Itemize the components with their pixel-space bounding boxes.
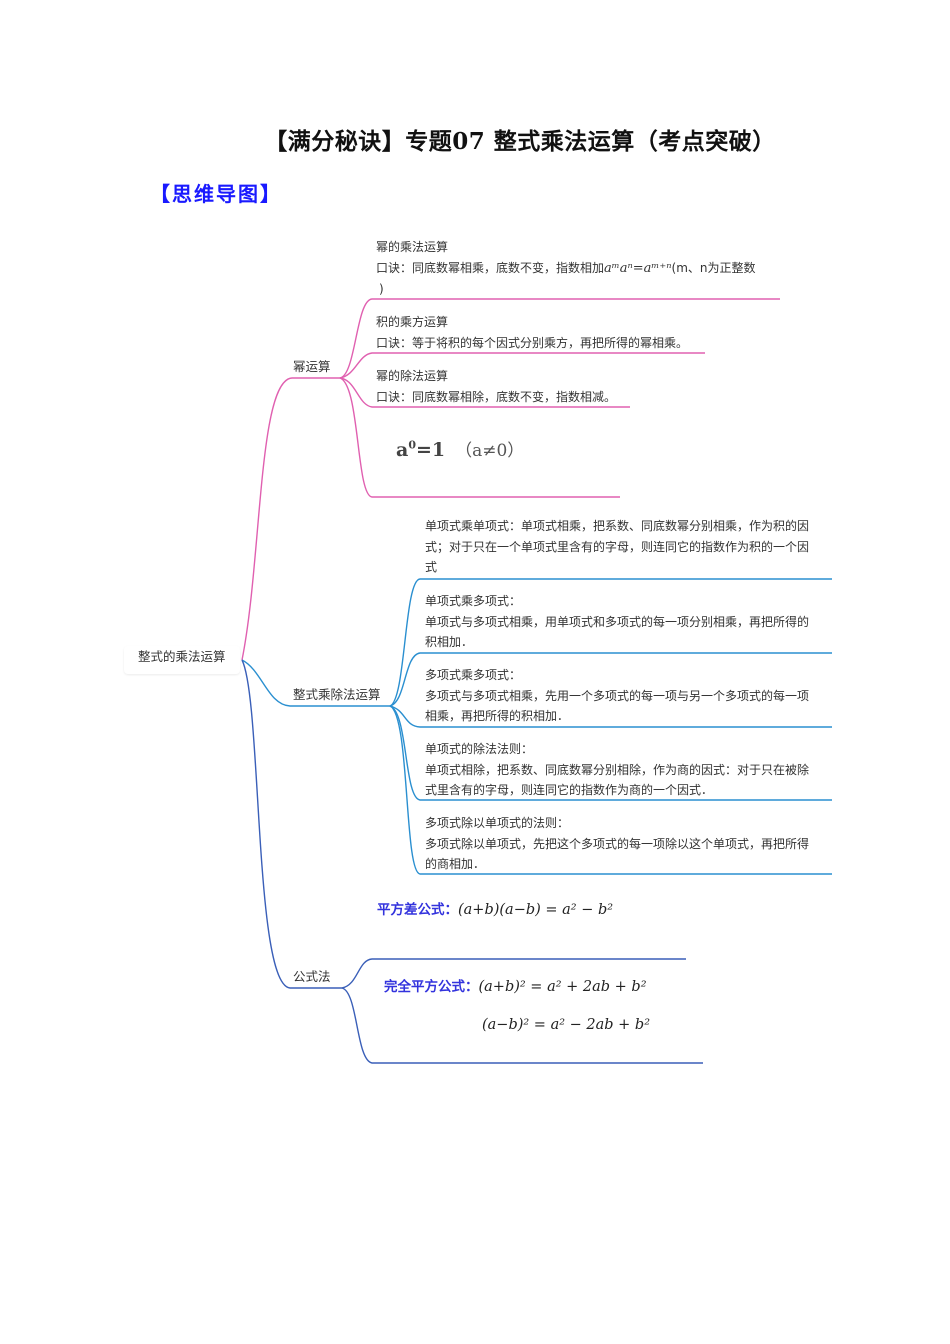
leaf-title: 积的乘方运算 <box>376 315 449 329</box>
formula-expression-minus: (a−b)² = a² − 2ab + b² <box>482 1017 651 1033</box>
formula-expression-plus: (a+b)² = a² + 2ab + b² <box>478 979 647 995</box>
leaf-rule: 口诀：同底数幂相乘，底数不变，指数相加aᵐaⁿ=aᵐ⁺ⁿ(m、n为正整数 <box>376 260 756 276</box>
branch-power-operations: 幂运算 <box>293 359 331 374</box>
document-title: 【满分秘诀】专题07 整式乘法运算（考点突破） <box>264 128 776 155</box>
leaf-monomial-times-polynomial: 单项式乘多项式： 单项式与多项式相乘，用单项式和多项式的每一项分别相乘，再把所得… <box>425 594 810 649</box>
power-product-formula: aᵐaⁿ=aᵐ⁺ⁿ <box>604 260 672 276</box>
leaf-rule: 口诀：同底数幂相除，底数不变，指数相减。 <box>376 389 617 404</box>
leaf-product-power: 积的乘方运算 口诀：等于将积的每个因式分别乘方，再把所得的幂相乘。 <box>376 312 688 353</box>
formula-label: 完全平方公式： <box>384 979 479 995</box>
leaf-polynomial-times-polynomial: 多项式乘多项式： 多项式与多项式相乘，先用一个多项式的每一项与另一个多项式的每一… <box>425 668 810 723</box>
leaf-polynomial-divided-by-monomial: 多项式除以单项式的法则： 多项式除以单项式，先把这个多项式的每一项除以这个单项式… <box>425 816 810 871</box>
leaf-zero-exponent: a0=1（a≠0） <box>396 438 525 461</box>
leaf-title: 幂的乘法运算 <box>376 240 449 254</box>
branch-formula-method: 公式法 <box>293 969 331 984</box>
section-heading-mindmap: 【思维导图】 <box>150 182 282 206</box>
leaf-title: 幂的除法运算 <box>376 369 449 383</box>
leaf-monomial-times-monomial: 单项式乘单项式：单项式相乘，把系数、同底数幂分别相乘，作为积的因 式；对于只在一… <box>425 519 810 574</box>
leaf-perfect-square-minus: (a−b)² = a² − 2ab + b² <box>482 1017 650 1033</box>
leaf-perfect-square: 完全平方公式：(a+b)² = a² + 2ab + b² <box>384 975 647 995</box>
leaf-power-multiplication: 幂的乘法运算 口诀：同底数幂相乘，底数不变，指数相加aᵐaⁿ=aᵐ⁺ⁿ(m、n为… <box>376 237 756 300</box>
leaf-monomial-division: 单项式的除法法则： 单项式相除，把系数、同底数幂分别相除，作为商的因式：对于只在… <box>425 742 810 797</box>
leaf-difference-of-squares: 平方差公式：(a+b)(a−b) = a² − b² <box>377 898 613 918</box>
mindmap-root-node: 整式的乘法运算 <box>124 646 240 674</box>
formula-expression: (a+b)(a−b) = a² − b² <box>458 902 614 918</box>
leaf-power-division: 幂的除法运算 口诀：同底数幂相除，底数不变，指数相减。 <box>376 366 616 407</box>
formula-label: 平方差公式： <box>377 902 458 918</box>
leaf-rule: 口诀：等于将积的每个因式分别乘方，再把所得的幂相乘。 <box>376 335 689 350</box>
branch-polynomial-mult-div: 整式乘除法运算 <box>293 687 381 702</box>
